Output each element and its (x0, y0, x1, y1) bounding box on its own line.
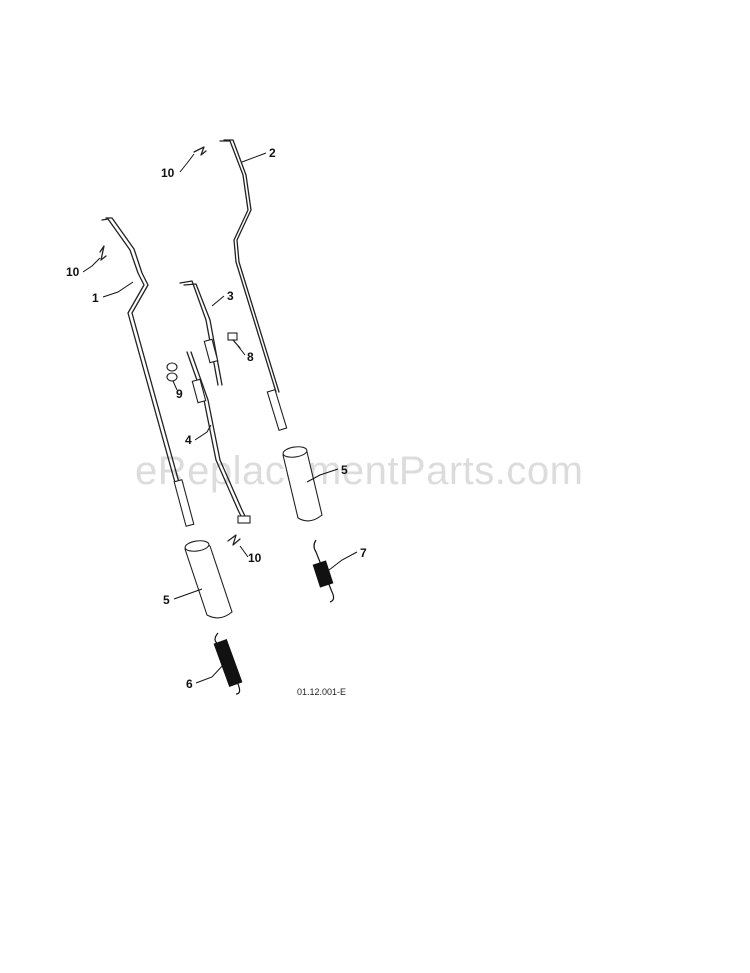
rod-2-part (219, 139, 288, 431)
clip-bottom-part (227, 534, 241, 546)
leader-rod-1 (102, 281, 134, 298)
grip-left-part (184, 540, 233, 619)
clip-left-part (99, 245, 107, 261)
bolt-8-part (227, 332, 241, 349)
callout-grip-right: 5 (341, 463, 348, 477)
rod-1-part (101, 217, 195, 527)
spring-7-part (312, 539, 335, 603)
drawing-code: 01.12.001-E (297, 687, 346, 697)
leader-grip-left (173, 588, 203, 600)
callout-rod-3: 3 (227, 289, 234, 303)
leader-bolt-8 (237, 345, 246, 356)
leader-clip-left (82, 257, 101, 273)
callout-spring-6: 6 (186, 677, 193, 691)
leader-rod-3 (211, 295, 225, 307)
watermark-text: eReplacementParts.com (135, 449, 583, 493)
leader-spring-7 (328, 551, 358, 571)
rod-4-part (186, 351, 251, 524)
callout-rod-1: 1 (92, 291, 99, 305)
leader-nut-9 (172, 380, 178, 391)
leader-clip-top (179, 153, 195, 173)
callout-clip-bottom: 10 (248, 551, 262, 565)
callout-grip-left: 5 (163, 593, 170, 607)
leader-grip-right (306, 468, 339, 483)
callout-clip-left: 10 (66, 265, 80, 279)
grip-right-part (282, 446, 323, 522)
nut-9-part (166, 362, 178, 382)
spring-6-part (213, 632, 243, 695)
rod-3-part (179, 280, 223, 386)
leader-spring-6 (195, 663, 225, 684)
callout-rod-2: 2 (269, 146, 276, 160)
callout-spring-7: 7 (360, 546, 367, 560)
clip-top-part (193, 146, 207, 156)
leader-rod-4 (194, 424, 212, 441)
callout-clip-top: 10 (161, 166, 175, 180)
callout-bolt-8: 8 (247, 350, 254, 364)
leader-rod-2 (241, 152, 267, 163)
callout-rod-4: 4 (185, 433, 192, 447)
leader-clip-bottom (239, 545, 249, 558)
callout-nut-9: 9 (176, 387, 183, 401)
